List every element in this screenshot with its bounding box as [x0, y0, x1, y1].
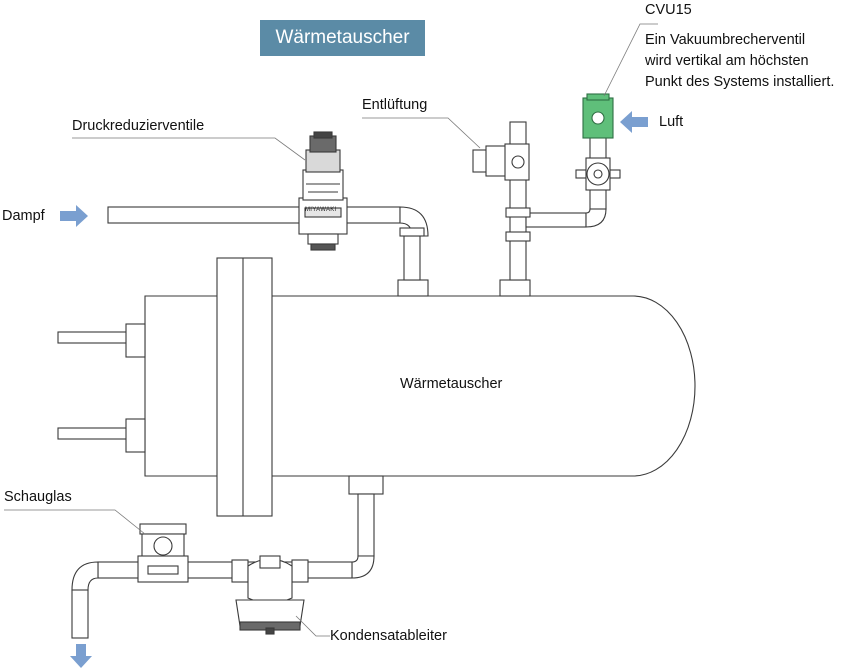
vessel-label: Wärmetauscher [400, 376, 503, 392]
heat-exchanger-flange [216, 257, 273, 517]
steam-pipe-coupling [399, 227, 425, 237]
air-label: Luft [659, 114, 684, 130]
vent-pipe-branch [525, 212, 587, 228]
tube-stub-lower [57, 427, 131, 440]
leader-vent [362, 117, 481, 149]
condensate-horizontal-pipe [97, 561, 353, 579]
heat-exchanger-vessel [144, 295, 696, 477]
sight-glass [137, 523, 189, 583]
vent-coupling [505, 231, 531, 242]
leader-cvu [603, 23, 658, 97]
trap-label: Kondensatableiter [330, 628, 447, 644]
cvu15-vacuum-breaker [582, 93, 614, 139]
cvu-note-line-2: wird vertikal am höchsten [645, 53, 809, 69]
tube-stub-upper [57, 331, 131, 344]
steam-inlet-nozzle [397, 279, 429, 297]
sight-glass-label: Schauglas [4, 489, 72, 505]
condensate-elbow-left [71, 561, 99, 591]
vent-nozzle [499, 279, 531, 297]
steam-pipe-riser [403, 235, 421, 281]
condensate-elbow-right [351, 555, 375, 579]
arrow-down-icon [70, 644, 92, 668]
cvu-note: Ein Vakuumbrecherventil wird vertikal am… [645, 30, 834, 93]
steam-trap [231, 555, 309, 635]
leader-prv [72, 137, 306, 161]
cvu-note-line-3: Punkt des Systems installiert. [645, 74, 835, 90]
prv-label: Druckreduzierventile [72, 118, 205, 134]
tube-stub-upper-collar [125, 323, 146, 358]
condensate-outlet-pipe [71, 589, 89, 639]
leader-sight-glass [4, 509, 146, 535]
arrow-right-icon [60, 205, 88, 227]
isolation-valve [575, 157, 621, 191]
air-vent-valve [472, 143, 530, 181]
cvu-title-label: CVU15 [645, 2, 692, 18]
cvu-note-line-1: Ein Vakuumbrecherventil [645, 32, 806, 48]
vent-branch-elbow [585, 208, 607, 228]
arrow-left-icon [620, 111, 648, 133]
diagram-title: Wärmetauscher [260, 20, 425, 56]
steam-pipe [107, 206, 401, 224]
tube-stub-lower-collar [125, 418, 146, 453]
vent-tee [505, 207, 531, 218]
vent-label: Entlüftung [362, 97, 428, 113]
prv-brand-label: MIYAWAKI [305, 207, 337, 213]
condensate-drop-pipe [357, 493, 375, 557]
steam-label: Dampf [2, 208, 45, 224]
pressure-reducing-valve [298, 131, 348, 251]
leader-trap [295, 615, 330, 637]
condensate-outlet-nozzle [348, 475, 384, 495]
